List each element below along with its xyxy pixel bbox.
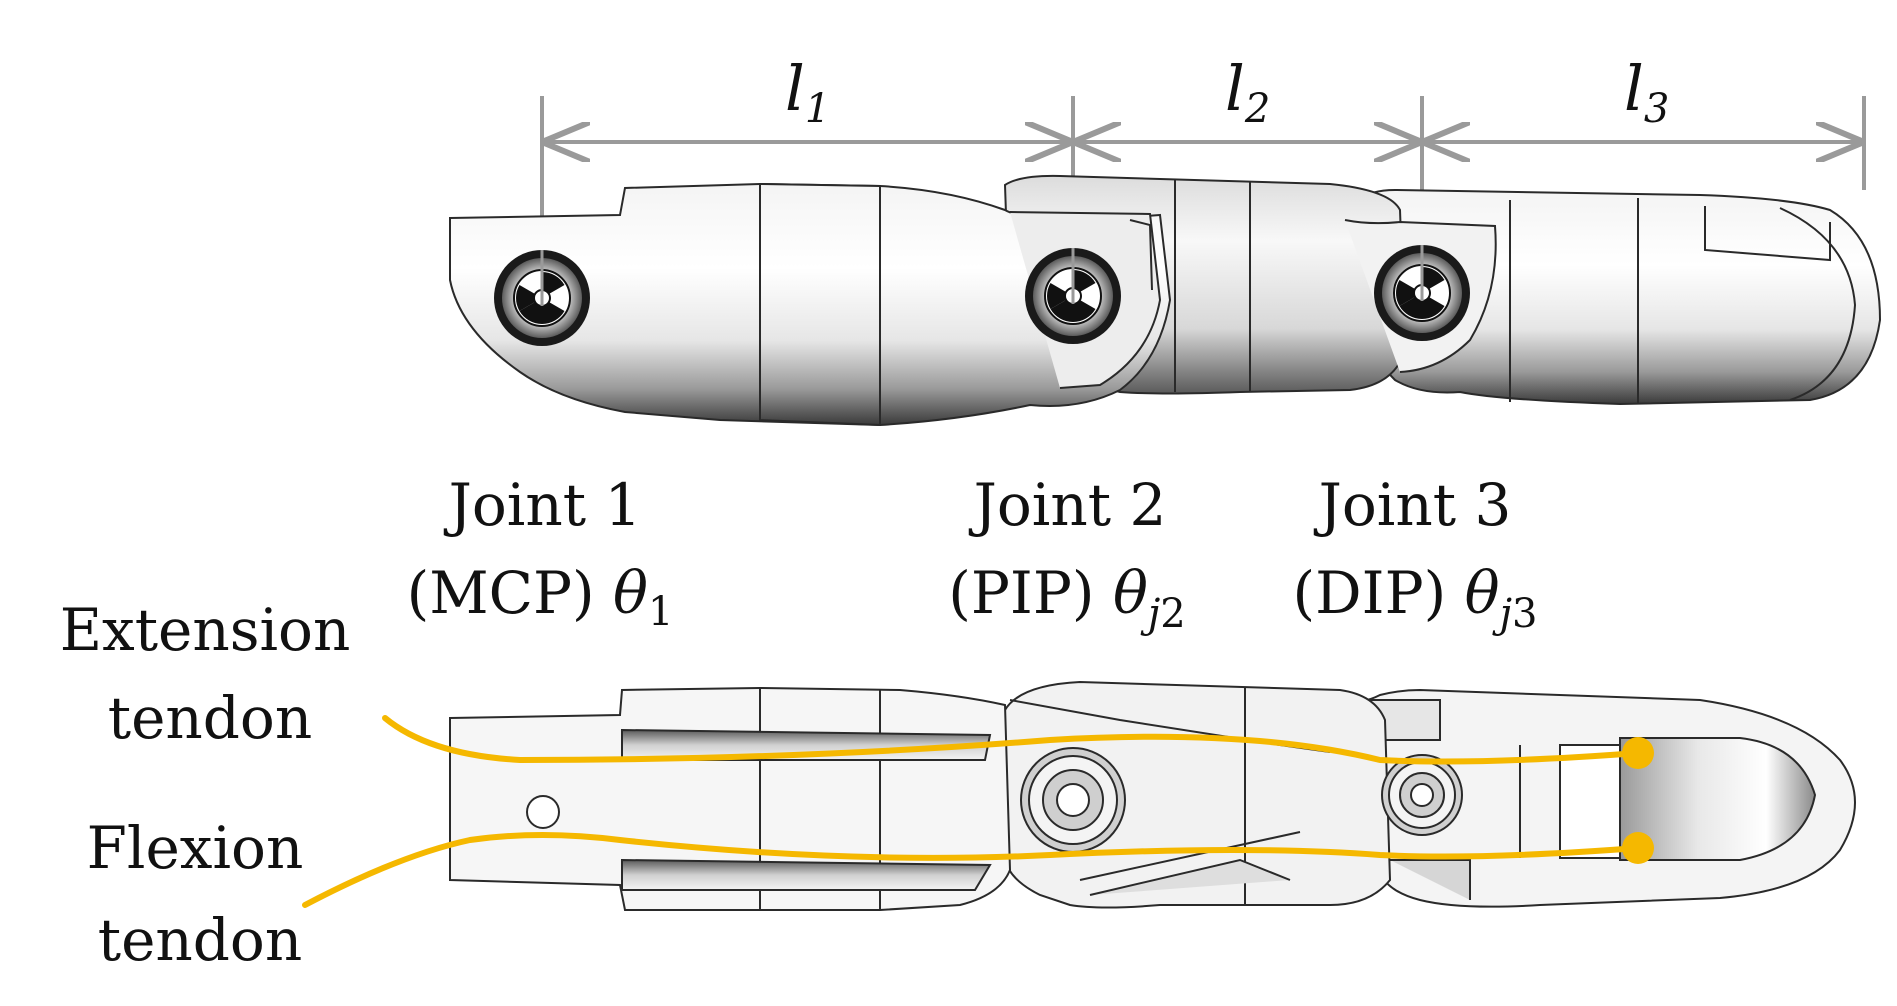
joint-2-title: Joint 2 (969, 471, 1167, 539)
distal-cap-edge (1779, 207, 1857, 401)
joint-1-title: Joint 1 (444, 471, 642, 539)
distal-tip-cavity (1619, 737, 1817, 861)
joint-3-pin (1374, 245, 1470, 341)
mcp-hole (526, 795, 560, 829)
dip-washer (1381, 754, 1463, 836)
extension-tendon-anchor (1622, 737, 1654, 769)
joint-1-desc: (MCP) θ1 (407, 559, 674, 635)
proximal-lower-slot (621, 858, 992, 891)
tendon-labels: Extension tendon Flexion tendon (60, 596, 351, 974)
flexion-tendon-anchor (1622, 832, 1654, 864)
flexion-label-line1: Flexion (87, 814, 304, 882)
finger-section-view (449, 680, 1856, 911)
extension-label-line2: tendon (108, 684, 312, 752)
pin-axis-lines (540, 245, 1424, 306)
joint-3-title: Joint 3 (1314, 471, 1512, 539)
dim-label-l1: l1 (785, 52, 830, 132)
finger-side-view (449, 174, 1882, 427)
joint-labels: Joint 1 (MCP) θ1 Joint 2 (PIP) θj2 Joint… (407, 471, 1538, 637)
tendons (302, 715, 1641, 908)
flexion-label-line2: tendon (98, 906, 302, 974)
extension-label-line1: Extension (60, 596, 351, 664)
pip-washer (1020, 747, 1126, 853)
flexion-tendon-path (302, 832, 1641, 908)
dim-label-l3: l3 (1624, 52, 1669, 132)
proximal-mid-body (759, 182, 881, 427)
dim-label-l2: l2 (1225, 52, 1270, 132)
joint-2-desc: (PIP) θj2 (948, 559, 1185, 637)
extension-tendon-path (382, 715, 1641, 765)
joint-3-desc: (DIP) θj3 (1293, 559, 1538, 637)
